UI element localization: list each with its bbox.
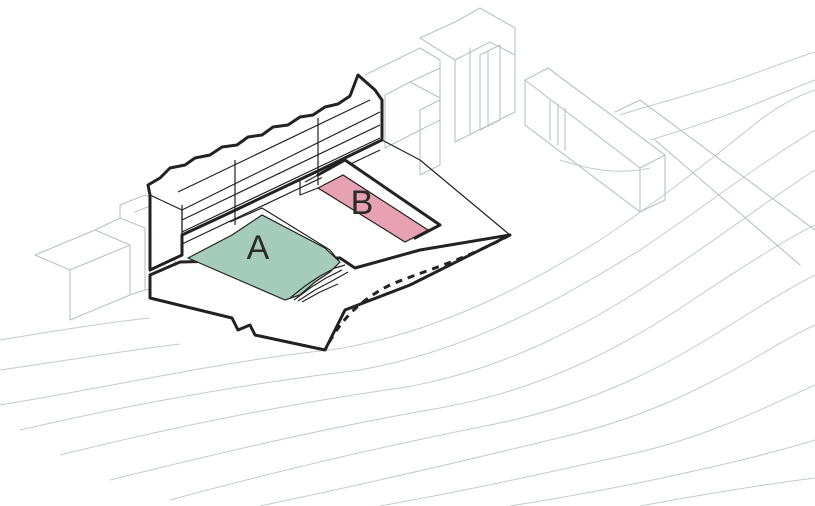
main-building [148, 75, 510, 350]
zone-b-label: B [351, 184, 374, 222]
context-building-top [365, 8, 515, 175]
zone-a-label: A [247, 229, 270, 267]
